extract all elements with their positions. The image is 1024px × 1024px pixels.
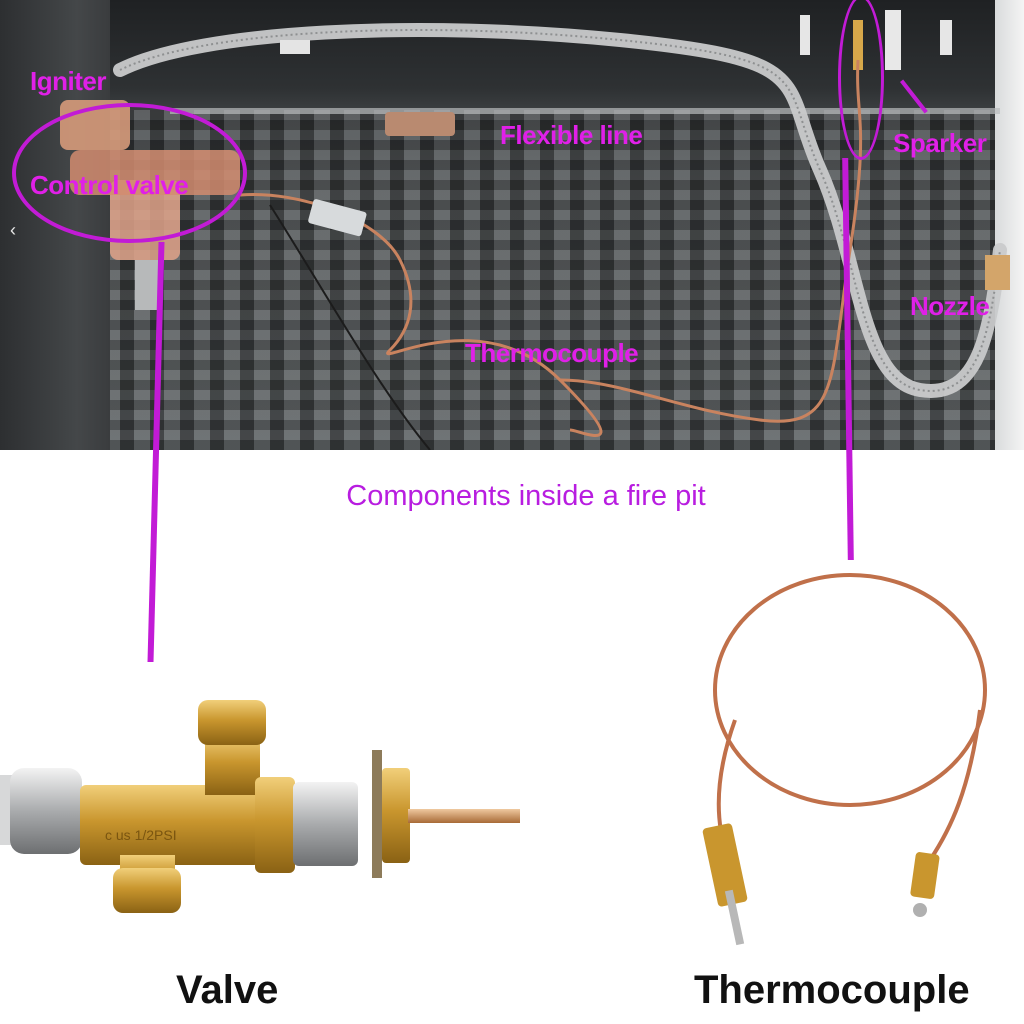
- label-sparker: Sparker: [893, 128, 987, 158]
- thermocouple-illustration: [702, 573, 987, 946]
- product-label-thermocouple: Thermocouple: [694, 968, 970, 1012]
- caption: Components inside a fire pit: [346, 480, 706, 512]
- control-valve-highlight-ring: [12, 103, 247, 243]
- photo-right-frame: [995, 0, 1024, 450]
- label-flexible-line: Flexible line: [500, 120, 643, 150]
- label-control-valve: Control valve: [30, 170, 189, 200]
- igniter-highlight-ring: [838, 0, 884, 160]
- photo-rail: [170, 108, 1000, 114]
- label-thermocouple: Thermocouple: [465, 338, 639, 368]
- label-nozzle: Nozzle: [910, 291, 990, 321]
- valve-markings: c us 1/2PSI: [105, 827, 177, 843]
- valve-illustration: c us 1/2PSI: [0, 700, 520, 913]
- previous-image-arrow[interactable]: ‹: [10, 220, 16, 240]
- product-label-valve: Valve: [176, 968, 279, 1012]
- label-igniter: Igniter: [30, 66, 106, 96]
